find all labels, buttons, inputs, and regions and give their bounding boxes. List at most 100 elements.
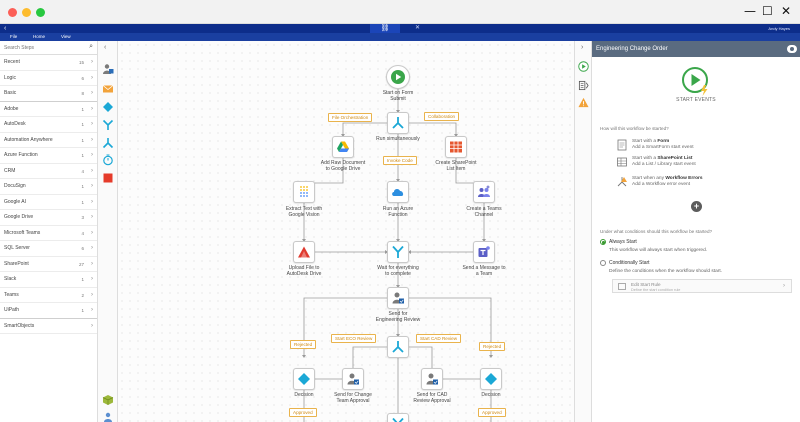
- add-start-event-button[interactable]: +: [691, 201, 702, 212]
- email-icon[interactable]: [102, 83, 114, 95]
- search-input[interactable]: [4, 43, 84, 53]
- sidebar-item-label: UiPath: [4, 307, 20, 313]
- option-start-with-form[interactable]: Start with a Form Add a SmartForm start …: [632, 139, 694, 150]
- properties-panel: Engineering Change Order START EVENTS Ho…: [592, 41, 800, 422]
- smartobject-icon[interactable]: [102, 394, 114, 406]
- sidebar-item[interactable]: SmartObjects›: [0, 319, 97, 334]
- sharepoint-list-start-icon[interactable]: [616, 156, 628, 168]
- visibility-toggle-icon[interactable]: [787, 45, 797, 53]
- tag-rejected-left[interactable]: Rejected: [290, 340, 317, 349]
- tag-start-cad-review[interactable]: Start CAD Review: [416, 334, 462, 343]
- designer-tab[interactable]: ⛓: [370, 24, 400, 33]
- change-team-approval-node[interactable]: [342, 368, 364, 390]
- cad-review-approval-node[interactable]: [421, 368, 443, 390]
- google-vision-node[interactable]: [293, 181, 315, 203]
- search-icon[interactable]: ⌕: [89, 43, 93, 50]
- warning-tab-icon[interactable]: [578, 97, 589, 108]
- run-simultaneously-node[interactable]: [387, 112, 409, 134]
- autodesk-upload-node[interactable]: [293, 241, 315, 263]
- tag-invoke-code[interactable]: Invoke Code: [383, 156, 417, 165]
- decision-left-label: Decision: [294, 392, 314, 398]
- teams-channel-node[interactable]: [473, 181, 495, 203]
- stop-icon[interactable]: [102, 172, 114, 184]
- tag-start-eco-review[interactable]: Start ECO Review: [331, 334, 377, 343]
- option-start-on-workflow-errors[interactable]: Start when any Workflow Errors Add a Wor…: [632, 176, 703, 187]
- option-start-with-sharepoint-list[interactable]: Start with a SharePoint List Add a List …: [632, 156, 696, 167]
- menu-view[interactable]: View: [61, 34, 71, 39]
- workflow-canvas[interactable]: Start on Form Submit Run simultaneously …: [118, 41, 574, 422]
- azure-function-node[interactable]: [387, 181, 409, 203]
- sidebar-item-count: 1: [81, 137, 84, 143]
- engineering-review-label: Send for Engineering Review: [375, 311, 421, 323]
- teams-message-node[interactable]: [473, 241, 495, 263]
- collapse-right-icon[interactable]: ›: [581, 44, 584, 51]
- collapse-left-icon[interactable]: ‹: [104, 44, 107, 51]
- tab-close-icon[interactable]: ✕: [415, 25, 421, 31]
- timer-icon[interactable]: [102, 154, 114, 166]
- tag-approved-left[interactable]: Approved: [289, 408, 317, 417]
- tag-collaboration[interactable]: Collaboration: [424, 112, 460, 121]
- close-icon[interactable]: ✕: [781, 4, 792, 18]
- sidebar-item-count: 1: [81, 153, 84, 158]
- close-window-dot[interactable]: [8, 8, 17, 17]
- decision-left-node[interactable]: [293, 368, 315, 390]
- merge-icon[interactable]: [102, 119, 114, 131]
- decision-right-node[interactable]: [480, 368, 502, 390]
- variables-tab-icon[interactable]: [578, 80, 589, 91]
- chevron-right-icon: ›: [91, 307, 93, 313]
- form-start-icon[interactable]: [616, 139, 628, 151]
- minimize-icon[interactable]: —: [744, 4, 756, 18]
- start-form-node[interactable]: [386, 65, 410, 89]
- split-icon[interactable]: [102, 137, 114, 149]
- split-review-node[interactable]: [387, 336, 409, 358]
- merge-bottom-node[interactable]: [387, 413, 409, 422]
- always-start-label[interactable]: Always Start: [609, 239, 637, 245]
- start-events-tab-icon[interactable]: [578, 61, 589, 72]
- split-icon: [392, 341, 404, 353]
- menu-bar: File Home View: [0, 33, 800, 41]
- step-palette: ‹: [98, 41, 118, 422]
- engineering-review-node[interactable]: [387, 287, 409, 309]
- sharepoint-list-node[interactable]: [445, 136, 467, 158]
- conditional-start-radio[interactable]: [600, 260, 606, 266]
- back-arrow-icon[interactable]: ‹: [4, 25, 7, 32]
- menu-file[interactable]: File: [10, 34, 18, 39]
- tag-approved-right[interactable]: Approved: [478, 408, 506, 417]
- teams-message-label: Send a Message to a Team: [462, 265, 506, 277]
- workflow-error-start-icon[interactable]: [616, 176, 628, 188]
- always-start-radio[interactable]: [600, 239, 606, 245]
- tag-file-orchestration[interactable]: File Orchestration: [328, 113, 373, 122]
- google-drive-node[interactable]: [332, 136, 354, 158]
- tag-rejected-right[interactable]: Rejected: [479, 342, 506, 351]
- person-step-icon[interactable]: [102, 411, 114, 422]
- wait-all-node[interactable]: [387, 241, 409, 263]
- edit-start-rule-button[interactable]: Edit Start Rule Define the start conditi…: [612, 279, 792, 293]
- decision-right-label: Decision: [481, 392, 501, 398]
- user-name[interactable]: Andy Hayes: [768, 26, 790, 31]
- chevron-right-icon: ›: [91, 291, 93, 298]
- user-task-icon[interactable]: [102, 63, 114, 75]
- maximize-window-dot[interactable]: [36, 8, 45, 17]
- conditional-start-label[interactable]: Conditionally Start: [609, 260, 650, 266]
- decision-icon[interactable]: [102, 101, 114, 113]
- maximize-icon[interactable]: ☐: [762, 4, 773, 18]
- menu-home[interactable]: Home: [33, 34, 46, 39]
- minimize-window-dot[interactable]: [22, 8, 31, 17]
